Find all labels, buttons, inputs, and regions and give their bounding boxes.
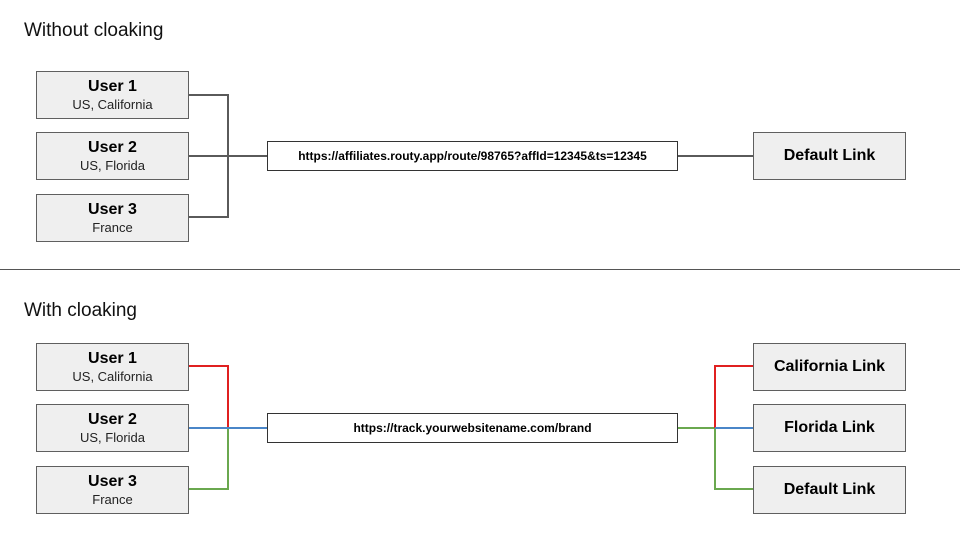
connector-bottom-user1 bbox=[188, 365, 229, 428]
user-location: US, Florida bbox=[79, 158, 146, 173]
user-name: User 3 bbox=[88, 473, 137, 490]
top-affiliate-url-box: https://affiliates.routy.app/route/98765… bbox=[267, 141, 678, 171]
user-name: User 2 bbox=[88, 411, 137, 428]
heading-without-cloaking: Without cloaking bbox=[24, 20, 164, 41]
user-name: User 1 bbox=[88, 78, 137, 95]
bottom-user-1-box: User 1 US, California bbox=[36, 343, 189, 391]
connector-bottom-california bbox=[714, 365, 754, 428]
heading-with-cloaking: With cloaking bbox=[24, 300, 137, 321]
top-user-2-box: User 2 US, Florida bbox=[36, 132, 189, 180]
user-name: User 1 bbox=[88, 350, 137, 367]
user-location: France bbox=[92, 220, 133, 235]
user-name: User 2 bbox=[88, 139, 137, 156]
user-location: France bbox=[92, 492, 133, 507]
user-name: User 3 bbox=[88, 201, 137, 218]
bottom-florida-link-box: Florida Link bbox=[753, 404, 906, 452]
connector-bottom-user3 bbox=[188, 428, 229, 490]
connector-bottom-default bbox=[714, 428, 754, 490]
bottom-user-3-box: User 3 France bbox=[36, 466, 189, 514]
user-location: US, California bbox=[72, 369, 153, 384]
connector-top-user1 bbox=[188, 94, 229, 156]
top-user-1-box: User 1 US, California bbox=[36, 71, 189, 119]
bottom-cloaked-url-box: https://track.yourwebsitename.com/brand bbox=[267, 413, 678, 443]
user-location: US, California bbox=[72, 97, 153, 112]
bottom-california-link-box: California Link bbox=[753, 343, 906, 391]
user-location: US, Florida bbox=[79, 430, 146, 445]
section-divider bbox=[0, 269, 960, 270]
connector-top-user3 bbox=[188, 156, 229, 218]
bottom-user-2-box: User 2 US, Florida bbox=[36, 404, 189, 452]
top-user-3-box: User 3 France bbox=[36, 194, 189, 242]
top-default-link-box: Default Link bbox=[753, 132, 906, 180]
bottom-default-link-box: Default Link bbox=[753, 466, 906, 514]
